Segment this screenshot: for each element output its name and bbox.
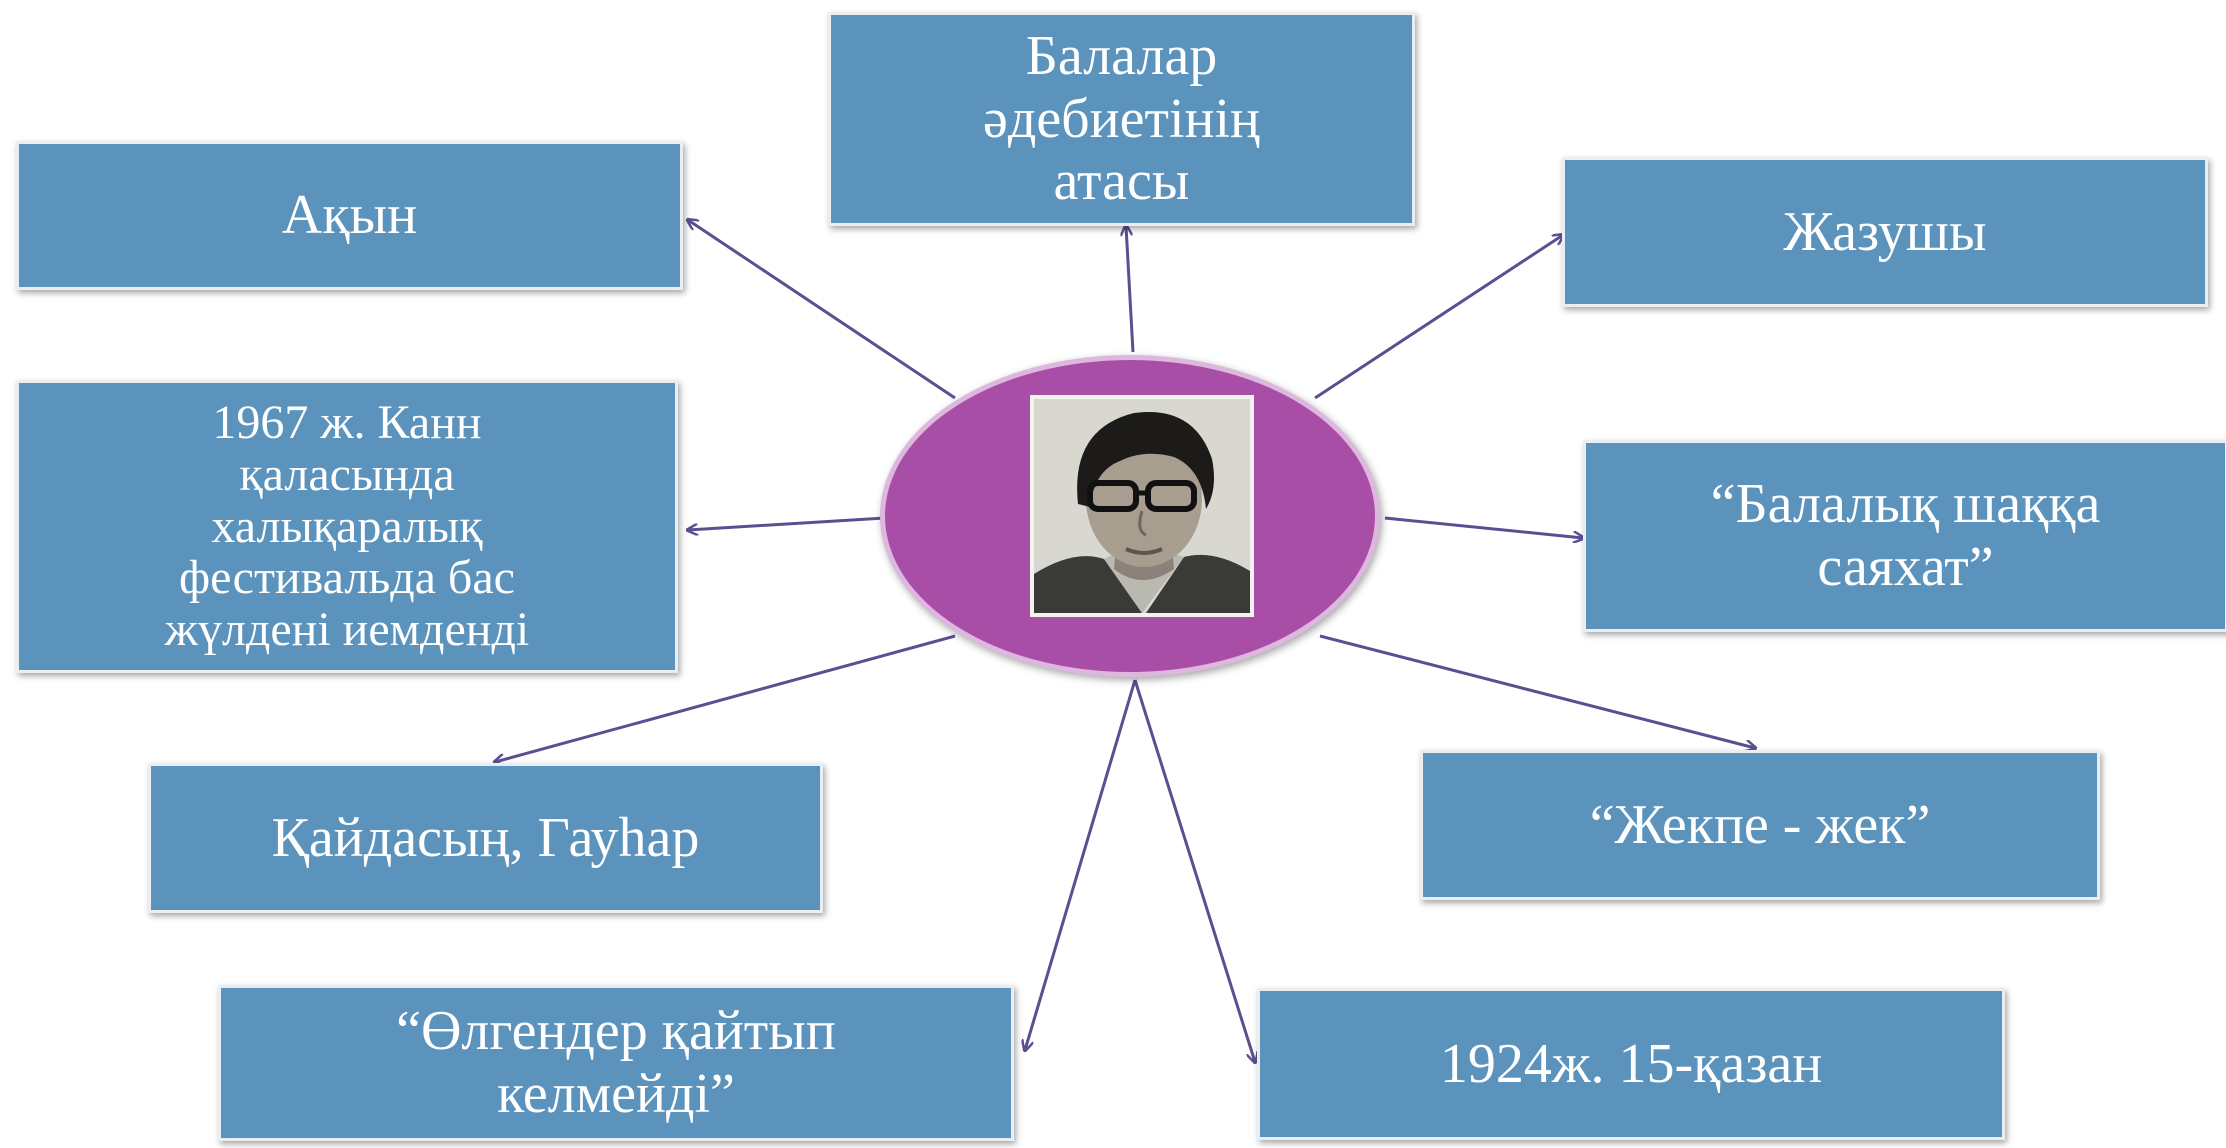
node-writer-label: Жазушы xyxy=(1783,200,1987,263)
arrow-dead xyxy=(1025,679,1137,1050)
node-father-label: Балалар әдебиетінің атасы xyxy=(982,24,1261,213)
node-akyn: Ақын xyxy=(16,141,683,290)
arrow-duel xyxy=(1319,634,1755,748)
node-duel: “Жекпе - жек” xyxy=(1420,750,2100,900)
arrow-akyn xyxy=(688,220,956,400)
node-dead-label: “Өлгендер қайтып келмейді” xyxy=(396,1000,836,1125)
node-born: 1924ж. 15-қазан xyxy=(1257,988,2005,1140)
node-cannes-label: 1967 ж. Канн қаласында халықаралық фести… xyxy=(164,395,530,657)
node-gauhar: Қайдасың, Гауһар xyxy=(148,763,823,913)
arrow-cannes xyxy=(688,516,886,530)
node-born-label: 1924ж. 15-қазан xyxy=(1439,1032,1823,1095)
node-journey: “Балалық шаққа саяхат” xyxy=(1583,440,2226,632)
node-cannes: 1967 ж. Канн қаласында халықаралық фести… xyxy=(16,380,678,673)
node-father: Балалар әдебиетінің атасы xyxy=(828,12,1415,226)
arrow-born xyxy=(1133,679,1255,1062)
node-dead: “Өлгендер қайтып келмейді” xyxy=(218,985,1014,1141)
node-akyn-label: Ақын xyxy=(281,184,418,247)
node-writer: Жазушы xyxy=(1562,157,2208,307)
node-gauhar-label: Қайдасың, Гауһар xyxy=(271,806,700,869)
arrow-writer xyxy=(1314,235,1563,400)
arrow-journey xyxy=(1384,516,1583,538)
portrait-photo xyxy=(1030,395,1254,617)
node-journey-label: “Балалық шаққа саяхат” xyxy=(1710,473,2101,598)
node-duel-label: “Жекпе - жек” xyxy=(1589,793,1931,856)
portrait-image xyxy=(1034,399,1250,613)
arrow-father xyxy=(1126,226,1135,353)
arrow-gauhar xyxy=(495,634,956,762)
